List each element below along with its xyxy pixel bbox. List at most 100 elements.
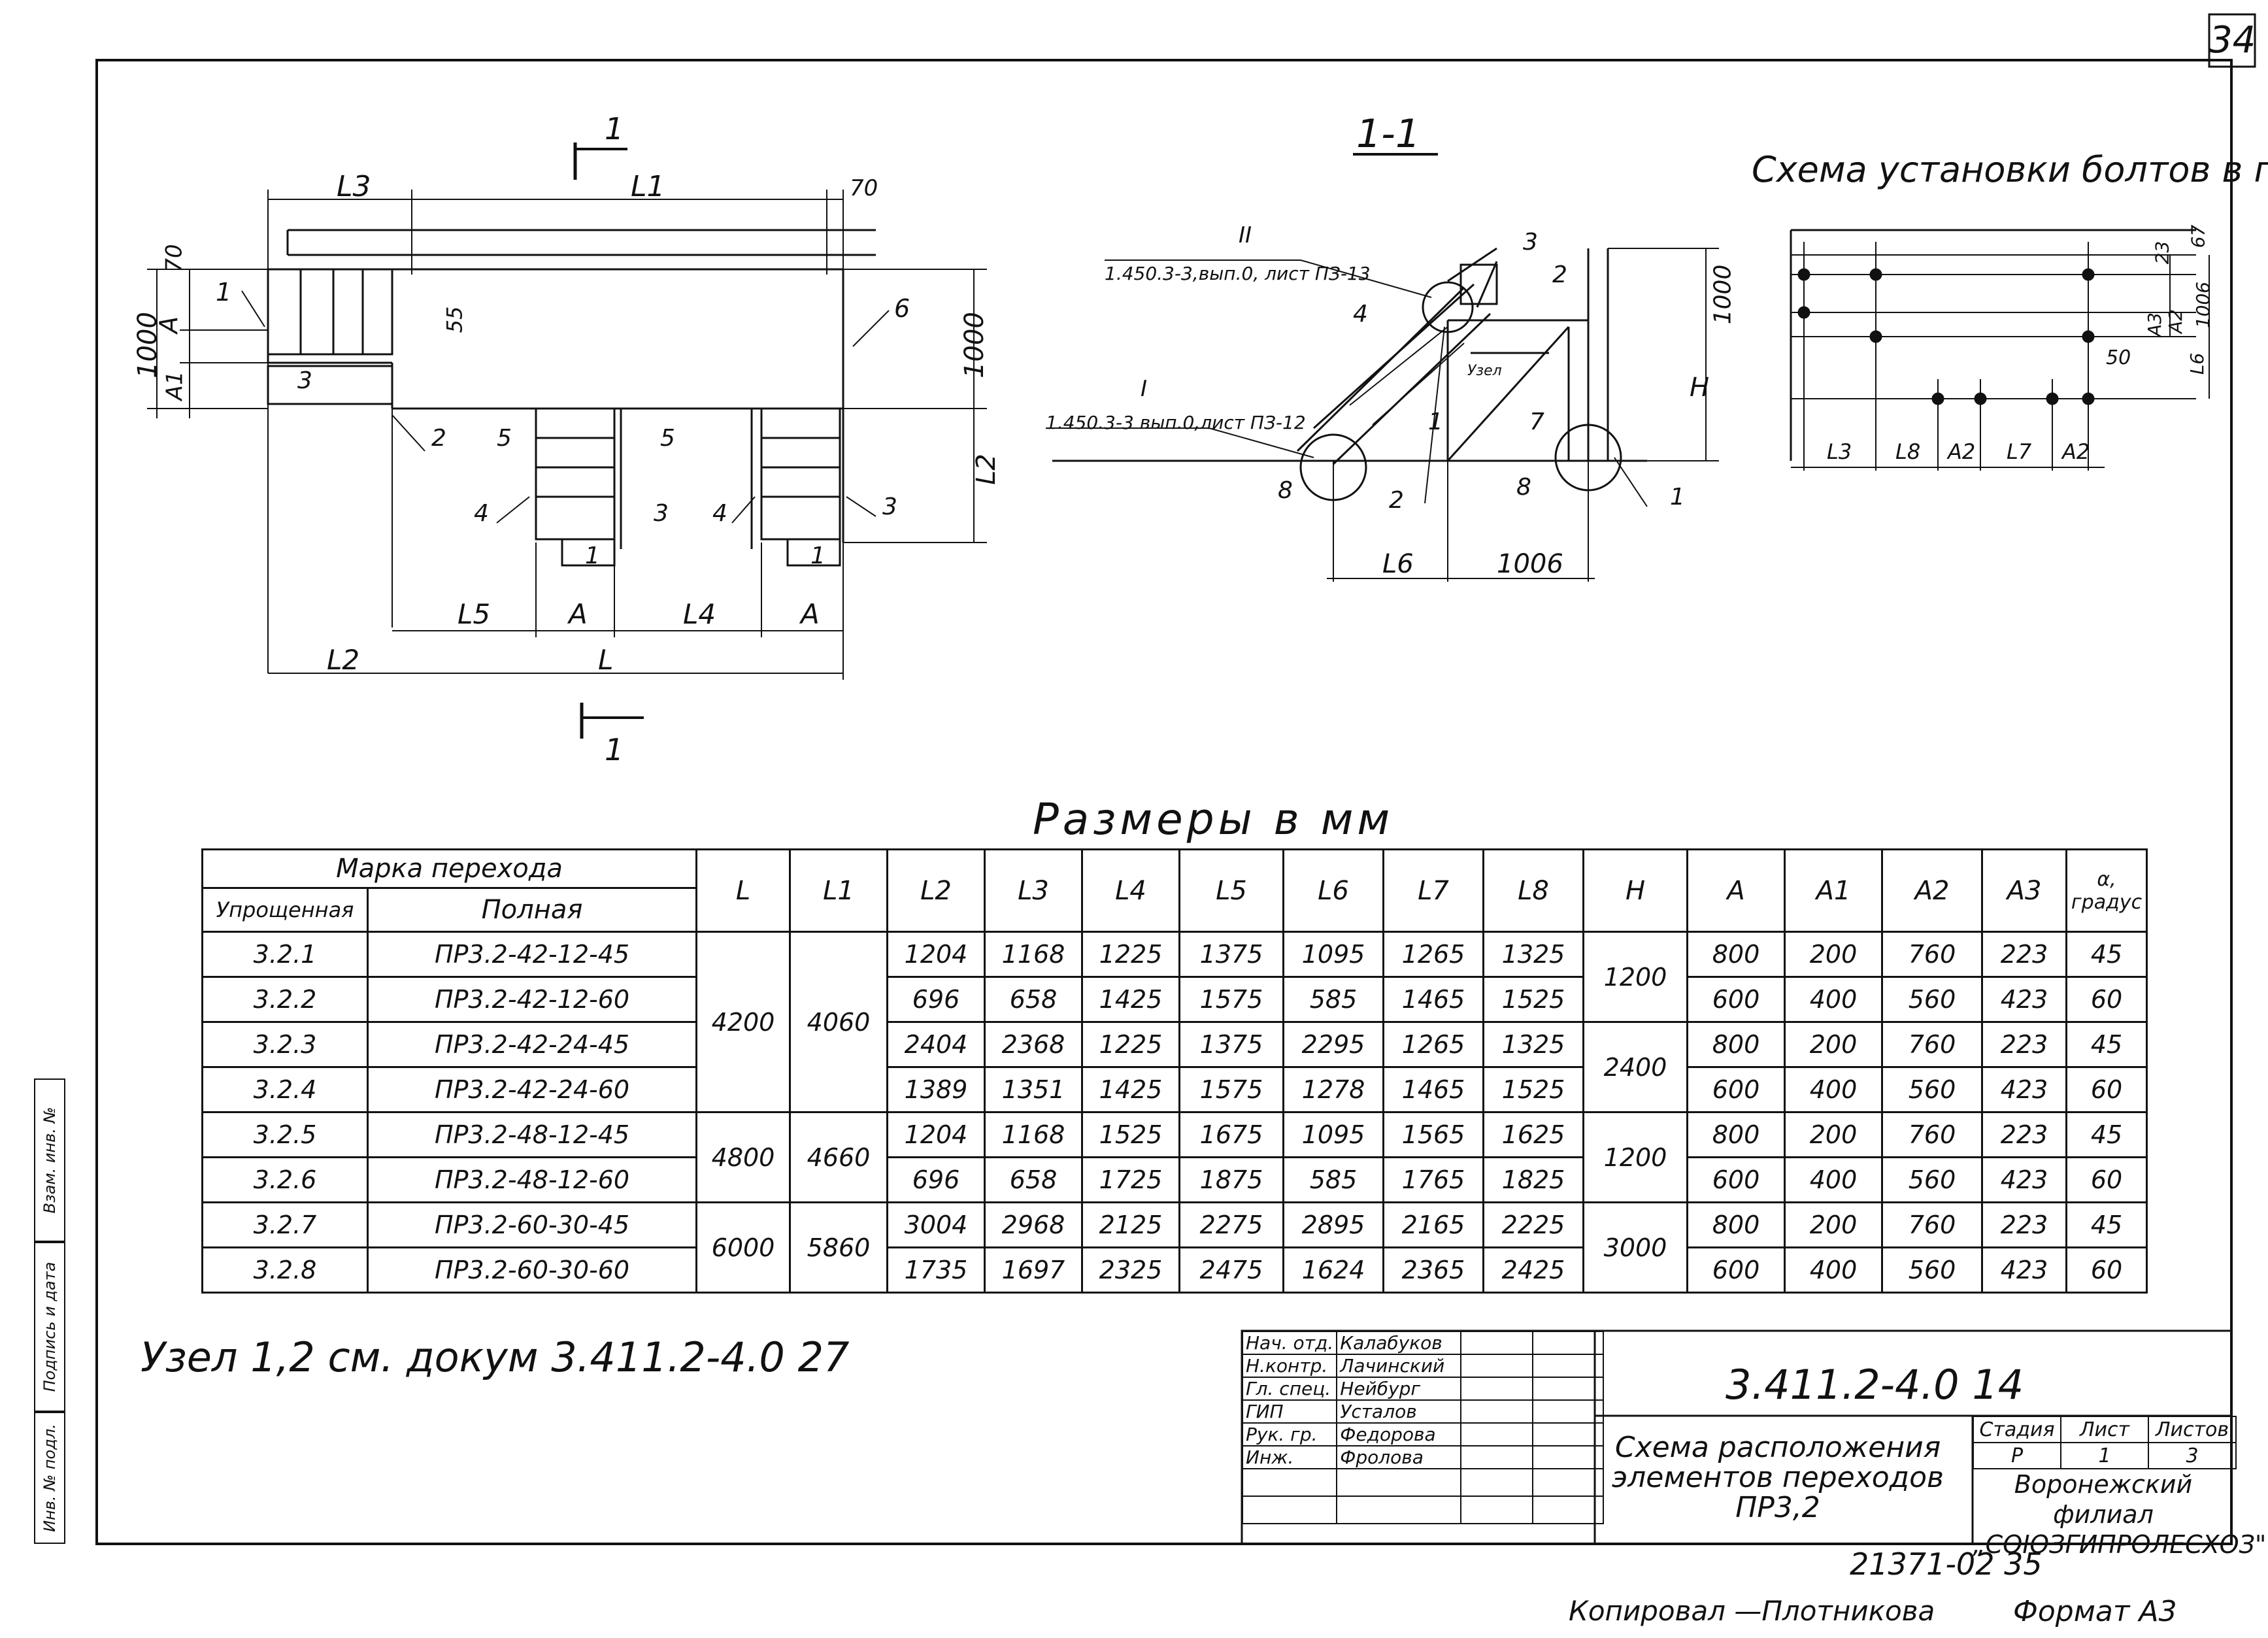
cell-alpha: 60 — [2065, 1156, 2148, 1203]
table-row: 3.2.3 ПР3.2-42-24-45 2404 2368 1225 1375… — [201, 1021, 2148, 1113]
cell-L4: 1425 — [1081, 976, 1180, 1023]
staff-date — [1532, 1445, 1605, 1469]
plan-dim-A-bottom-2: A — [801, 598, 820, 630]
cell-L5: 2475 — [1178, 1246, 1284, 1294]
cell-full: ПР3.2-42-12-45 — [367, 931, 697, 978]
cell-L4: 1425 — [1081, 1066, 1180, 1113]
table-row: 3.2.7 ПР3.2-60-30-45 6000 5860 3004 2968… — [201, 1201, 2148, 1294]
cell-A1: 200 — [1784, 1201, 1883, 1248]
cell-A3: 223 — [1981, 1111, 2067, 1158]
section-pos-1a: 1 — [1428, 409, 1443, 435]
cell-A: 800 — [1686, 1111, 1786, 1158]
plan-dim-L: L — [598, 644, 614, 676]
cell-L1: 4660 — [789, 1111, 888, 1203]
cell-A: 800 — [1686, 1201, 1786, 1248]
stage-header: Стадия — [1973, 1416, 2061, 1443]
cell-H: 2400 — [1582, 1021, 1688, 1113]
header-col-L8: L8 — [1482, 848, 1584, 933]
plan-dim-55: 55 — [442, 306, 467, 333]
cell-A2: 560 — [1881, 1066, 1983, 1113]
side-strip-label: Подпись и дата — [41, 1262, 59, 1392]
cell-L2: 696 — [886, 1156, 986, 1203]
cell-full: ПР3.2-60-30-60 — [367, 1246, 697, 1294]
staff-date — [1532, 1377, 1605, 1401]
section-ref-I-text: 1.450.3-3 вып.0,лист ПЗ-12 — [1046, 412, 1306, 433]
cell-simple: 3.2.2 — [201, 976, 369, 1023]
staff-name: Усталов — [1336, 1399, 1462, 1424]
cell-L5: 2275 — [1178, 1201, 1284, 1248]
staff-name: Калабуков — [1336, 1331, 1462, 1355]
cell-L7: 2365 — [1382, 1246, 1484, 1294]
staff-row: Н.контр.Лачинский — [1241, 1354, 1605, 1378]
table-row: 3.2.6 ПР3.2-48-12-60 696 658 1725 1875 5… — [201, 1156, 2148, 1203]
cell-L8: 1325 — [1482, 931, 1584, 978]
cell-alpha: 60 — [2065, 1246, 2148, 1294]
stage-table: Стадия Лист Листов Р 1 3 — [1973, 1416, 2237, 1469]
header-col-L3: L3 — [984, 848, 1083, 933]
plan-pos-3b: 3 — [654, 500, 669, 527]
plan-dim-A1: A1 — [161, 371, 188, 401]
section-pos-3: 3 — [1523, 229, 1538, 256]
cell-L2: 1389 — [886, 1066, 986, 1113]
bolt-dim-23: 23 — [2151, 241, 2173, 265]
staff-date — [1532, 1354, 1605, 1378]
section-pos-7: 7 — [1529, 409, 1544, 435]
section-pos-1b: 1 — [1670, 484, 1685, 510]
cell-L3: 658 — [984, 976, 1083, 1023]
cell-L6: 1095 — [1282, 931, 1384, 978]
cell-H: 3000 — [1582, 1201, 1688, 1294]
bolt-dim-67: 67 — [2187, 224, 2209, 248]
cell-A3: 423 — [1981, 1156, 2067, 1203]
plan-dim-70-left: 70 — [161, 244, 188, 273]
staff-date — [1532, 1399, 1605, 1424]
header-col-H: H — [1582, 848, 1688, 933]
cell-L6: 1278 — [1282, 1066, 1384, 1113]
section-dim-L6: L6 — [1382, 549, 1414, 579]
cell-A2: 760 — [1881, 1021, 1983, 1068]
cell-A2: 760 — [1881, 931, 1983, 978]
cell-alpha: 45 — [2065, 1021, 2148, 1068]
header-simple: Упрощенная — [201, 887, 369, 933]
cell-L3: 1351 — [984, 1066, 1083, 1113]
staff-role: Н.контр. — [1241, 1354, 1338, 1378]
node-reference-note: Узел 1,2 см. докум 3.411.2-4.0 27 — [141, 1333, 850, 1381]
document-code: 3.411.2-4.0 14 — [1726, 1361, 2024, 1409]
header-col-L4: L4 — [1081, 848, 1180, 933]
cell-L6: 1624 — [1282, 1246, 1384, 1294]
bolt-dim-A2a: A2 — [1948, 439, 1976, 464]
bolt-dim-L7: L7 — [2007, 439, 2032, 464]
staff-name: Лачинский — [1336, 1354, 1462, 1378]
cell-L8: 1525 — [1482, 1066, 1584, 1113]
cell-A2: 560 — [1881, 976, 1983, 1023]
cell-L7: 2165 — [1382, 1201, 1484, 1248]
cell-alpha: 45 — [2065, 931, 2148, 978]
cell-L3: 658 — [984, 1156, 1083, 1203]
drawing-frame — [95, 59, 2233, 1545]
cell-L7: 1265 — [1382, 1021, 1484, 1068]
section-pos-8b: 8 — [1516, 474, 1531, 501]
cell-A2: 760 — [1881, 1201, 1983, 1248]
cell-L5: 1575 — [1178, 976, 1284, 1023]
section-dim-1006: 1006 — [1497, 549, 1563, 579]
plan-view — [147, 142, 987, 739]
plan-pos-6: 6 — [894, 294, 910, 323]
plan-dim-L1: L1 — [631, 170, 665, 203]
cell-L3: 2968 — [984, 1201, 1083, 1248]
cell-A3: 423 — [1981, 1246, 2067, 1294]
page-number: 34 — [2209, 19, 2256, 61]
header-col-L1: L1 — [789, 848, 888, 933]
cell-A: 800 — [1686, 1021, 1786, 1068]
bolt-dim-50: 50 — [2106, 346, 2131, 369]
header-col-A2: A2 — [1881, 848, 1983, 933]
cell-alpha: 45 — [2065, 1201, 2148, 1248]
cell-L7: 1465 — [1382, 1066, 1484, 1113]
plan-pos-5b: 5 — [660, 425, 675, 452]
header-col-L7: L7 — [1382, 848, 1484, 933]
table-row: 3.2.8 ПР3.2-60-30-60 1735 1697 2325 2475… — [201, 1246, 2148, 1294]
cell-L2: 1204 — [886, 1111, 986, 1158]
plan-dim-1000-right: 1000 — [959, 312, 990, 378]
side-strip-replaced-inv: Взам. инв. № — [34, 1078, 65, 1242]
plan-pos-2: 2 — [431, 425, 446, 452]
cell-full: ПР3.2-48-12-60 — [367, 1156, 697, 1203]
